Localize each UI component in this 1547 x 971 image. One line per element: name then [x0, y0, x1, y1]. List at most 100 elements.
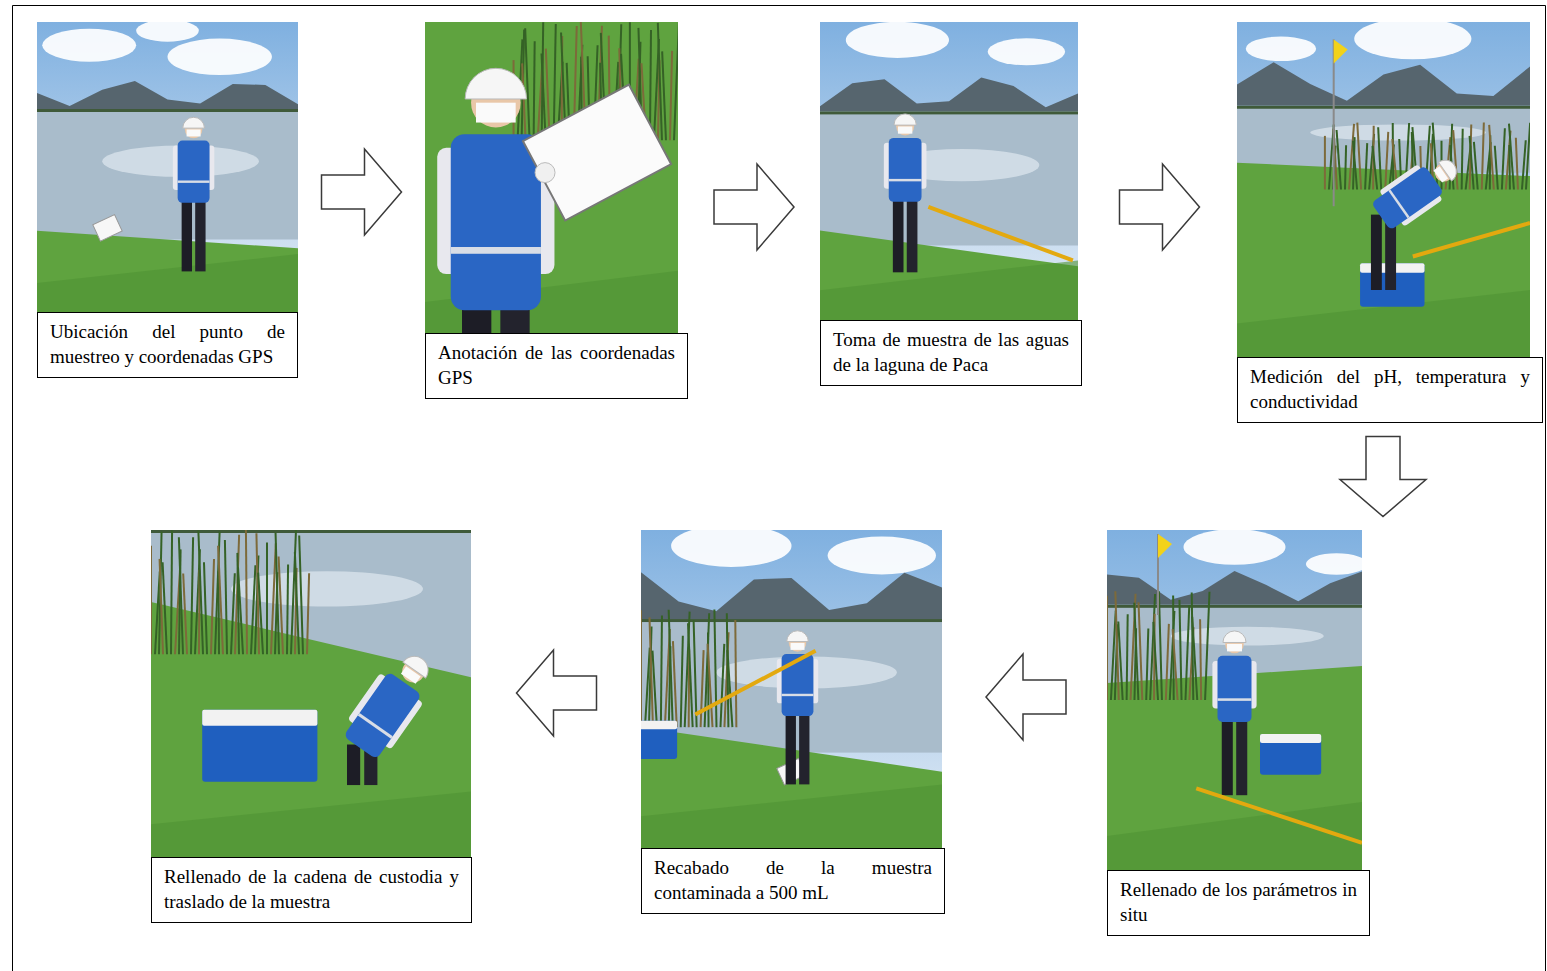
reed	[211, 559, 214, 654]
reed	[1489, 125, 1494, 190]
reed	[652, 651, 656, 728]
vest-stripe	[178, 180, 210, 182]
reed	[708, 644, 713, 727]
reed	[673, 641, 677, 727]
worker-leg	[347, 745, 360, 786]
step-panel: Toma de muestra de las aguas de la lagun…	[820, 22, 1082, 386]
sky	[820, 22, 1078, 320]
field-photo	[425, 22, 678, 333]
reed	[1179, 600, 1181, 700]
reed	[1118, 622, 1122, 700]
reed	[151, 546, 152, 655]
reed	[266, 542, 268, 654]
reed	[681, 636, 683, 727]
worker-leg	[182, 200, 192, 272]
reed	[1526, 123, 1530, 190]
reed	[727, 650, 732, 727]
field-photo	[151, 530, 471, 857]
cloud	[1306, 553, 1362, 574]
grass-shade	[1107, 802, 1362, 870]
worker-upper-body	[1212, 631, 1256, 722]
reed	[1205, 592, 1209, 700]
reed	[670, 51, 672, 140]
gloved-hand	[535, 163, 555, 183]
step-panel: Ubicación del punto de muestreo y coorde…	[37, 22, 298, 378]
worker-upper-body	[338, 644, 444, 763]
cloud	[1184, 530, 1286, 565]
cloud	[1246, 36, 1316, 61]
reed	[714, 610, 716, 728]
caption-text: Medición del pH, temperatura y conductiv…	[1237, 357, 1543, 423]
reed	[1134, 603, 1138, 700]
reed	[1153, 622, 1158, 700]
sky	[37, 22, 298, 312]
step-panel: Recabado de la muestra contaminada a 500…	[641, 530, 945, 914]
sky	[1107, 530, 1362, 870]
cloud	[168, 39, 272, 76]
grass-shade	[151, 792, 471, 857]
field-photo	[1107, 530, 1362, 870]
block-arrow	[714, 164, 794, 250]
vest-stripe	[451, 247, 541, 254]
reed	[1516, 138, 1518, 190]
reed	[1107, 596, 1108, 700]
reed	[1192, 617, 1197, 700]
reed	[534, 41, 535, 140]
caption-text: Recabado de la muestra contaminada a 500…	[641, 848, 945, 914]
safety-helmet	[1223, 631, 1246, 643]
worker-leg	[1222, 719, 1233, 796]
caption-text: Anotación de las coordenadas GPS	[425, 333, 688, 399]
mountains	[820, 78, 1078, 112]
frame-line	[13, 6, 1546, 971]
face-mask	[187, 129, 201, 136]
worker-upper-body	[437, 68, 554, 310]
reed	[225, 540, 227, 654]
reed	[1200, 619, 1201, 700]
reed	[235, 535, 239, 654]
reed	[1378, 127, 1381, 189]
field-photo	[1237, 22, 1530, 357]
sampling-pole	[1196, 788, 1362, 842]
cooler-lid	[1260, 734, 1321, 743]
cooler-box	[202, 710, 317, 782]
reed	[198, 531, 203, 655]
reed	[231, 573, 235, 654]
grass	[37, 231, 298, 312]
face-mask	[791, 643, 805, 650]
worker-figure	[1212, 631, 1256, 795]
reed	[720, 644, 724, 727]
reed	[525, 28, 529, 140]
reed	[1166, 624, 1169, 700]
cloud	[1354, 22, 1471, 59]
sampling-pole	[928, 207, 1072, 261]
reed	[299, 535, 303, 654]
step-panel: Rellenado de la cadena de custodia y tra…	[151, 530, 472, 923]
sampling-pole	[1413, 223, 1530, 257]
worker-figure	[1368, 147, 1467, 290]
reed	[295, 552, 299, 654]
worker-upper-body	[777, 631, 818, 716]
reed	[291, 530, 296, 654]
field-photo	[37, 22, 298, 312]
worker-leg	[1236, 719, 1247, 796]
far-shore	[37, 109, 298, 112]
grass	[425, 22, 678, 333]
cooler-box	[641, 721, 677, 759]
block-arrow	[517, 650, 597, 736]
cooler-box	[1260, 734, 1321, 775]
reed	[1509, 124, 1514, 190]
worker-vest	[1218, 656, 1252, 722]
reed	[661, 615, 662, 727]
sky	[1237, 22, 1530, 357]
reed	[238, 567, 243, 654]
cloud	[828, 536, 936, 574]
reed	[1365, 143, 1367, 189]
mountains	[37, 81, 298, 109]
yellow-flag	[1158, 534, 1172, 558]
vest-stripe	[782, 694, 814, 696]
field-photo	[641, 530, 942, 848]
reed	[522, 63, 525, 140]
face-mask	[476, 103, 516, 123]
reed	[183, 573, 187, 654]
reed	[1159, 591, 1162, 700]
